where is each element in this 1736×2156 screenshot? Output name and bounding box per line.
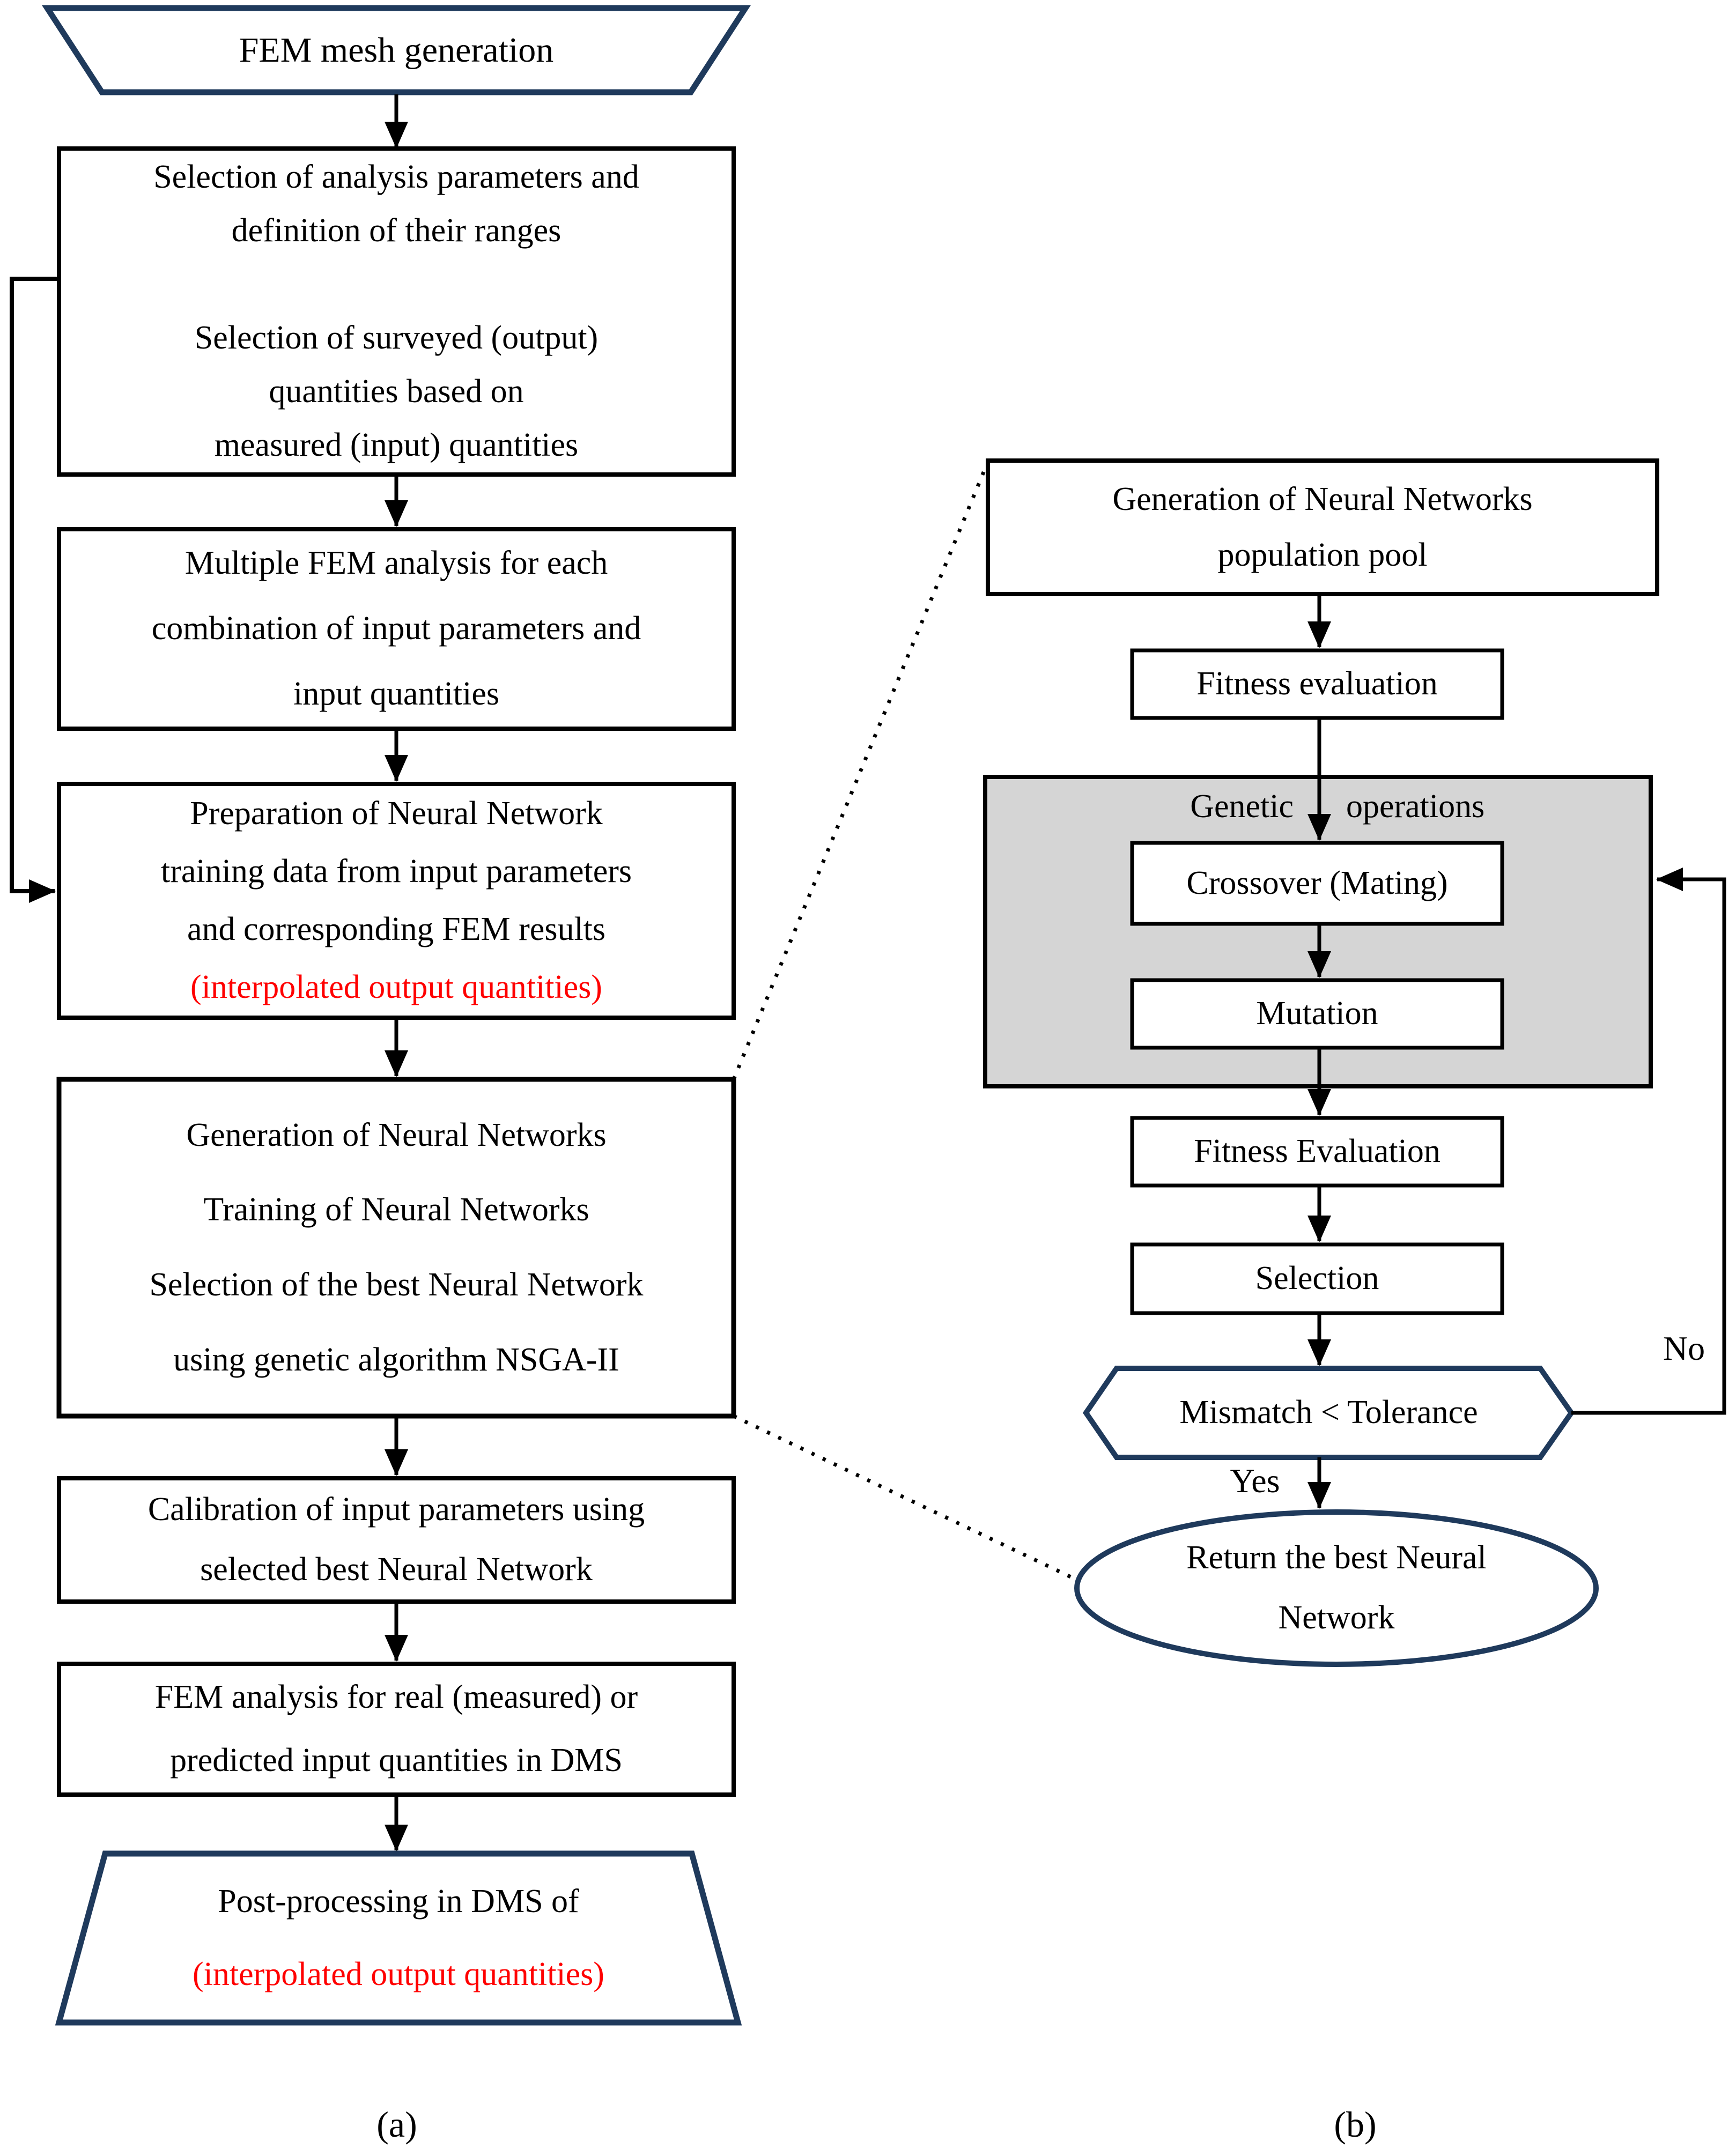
multiple-fem-box-text: Multiple FEM analysis for each combinati… [59,529,734,729]
genetic-operations-label-word1: Genetic [1190,788,1294,825]
box-line: Preparation of Neural Network [190,795,603,832]
box-line: Generation of Neural Networks [1112,480,1533,517]
crossover-box-text: Crossover (Mating) [1132,843,1502,924]
box-line [59,258,734,312]
box-line: using genetic algorithm NSGA-II [173,1342,619,1379]
population-pool-box-text: Generation of Neural Networks population… [988,461,1657,594]
selection-parameters-box-text: Selection of analysis parameters and def… [59,149,734,475]
calibration-box-text: Calibration of input parameters using se… [59,1478,734,1602]
box-line: training data from input parameters [160,853,632,890]
feedback-loop-selection-to-preparation [10,277,59,903]
fitness-evaluation-2-box-text: Fitness Evaluation [1132,1118,1502,1186]
mismatch-decision-text: Mismatch < Tolerance [1086,1368,1571,1457]
return-best-network-text: Return the best Neural Network [1077,1517,1596,1659]
mutation-box-text: Mutation [1132,980,1502,1048]
box-line: quantities based on [269,373,524,410]
selection-box-text: Selection [1132,1244,1502,1313]
box-line: Mismatch < Tolerance [1179,1394,1478,1431]
box-line: Training of Neural Networks [203,1191,589,1228]
box-line: Multiple FEM analysis for each [184,545,608,582]
box-line: and corresponding FEM results [187,911,606,948]
box-line: Post-processing in DMS of [218,1883,579,1920]
end-trapezoid-text: Post-processing in DMS of (interpolated … [105,1854,692,2022]
genetic-operations-label-word2: operations [1346,788,1485,825]
box-line-red-highlight: (interpolated output quantities) [193,1955,604,1992]
box-line: FEM mesh generation [239,30,554,70]
panel-a-caption: (a) [376,2103,417,2145]
box-line: Fitness evaluation [1196,665,1438,702]
box-line: measured (input) quantities [214,427,579,464]
box-line: Selection [1255,1260,1379,1297]
box-line: predicted input quantities in DMS [170,1742,623,1779]
dotted-connector-top [732,463,989,1080]
box-line-red-highlight: (interpolated output quantities) [190,969,602,1006]
box-line: Fitness Evaluation [1194,1133,1440,1170]
generation-nn-nsga-box-text: Generation of Neural Networks Training o… [59,1079,734,1416]
box-line: Generation of Neural Networks [186,1116,607,1153]
box-line: Selection of the best Neural Network [149,1266,644,1303]
box-line: Selection of surveyed (output) [194,320,599,357]
box-line: Return the best Neural [1186,1539,1487,1576]
fem-analysis-dms-box-text: FEM analysis for real (measured) or pred… [59,1664,734,1795]
box-line: Mutation [1256,995,1378,1032]
panel-b-caption: (b) [1334,2103,1377,2145]
box-line: Crossover (Mating) [1186,864,1448,901]
box-line: Calibration of input parameters using [147,1491,645,1528]
box-line: population pool [1217,536,1428,573]
no-edge-label: No [1663,1329,1705,1367]
box-line: definition of their ranges [231,212,562,249]
preparation-training-data-box-text: Preparation of Neural Network training d… [59,784,734,1018]
yes-edge-label: Yes [1230,1462,1280,1500]
box-line: combination of input parameters and [151,610,641,647]
box-line: input quantities [293,676,500,713]
start-trapezoid-label: FEM mesh generation [102,8,691,92]
box-line: Network [1278,1599,1395,1636]
fitness-evaluation-1-box-text: Fitness evaluation [1132,650,1502,718]
box-line: selected best Neural Network [200,1551,593,1588]
box-line: Selection of analysis parameters and [153,159,639,196]
dotted-connector-bottom [733,1414,1076,1581]
box-line: FEM analysis for real (measured) or [154,1679,638,1716]
